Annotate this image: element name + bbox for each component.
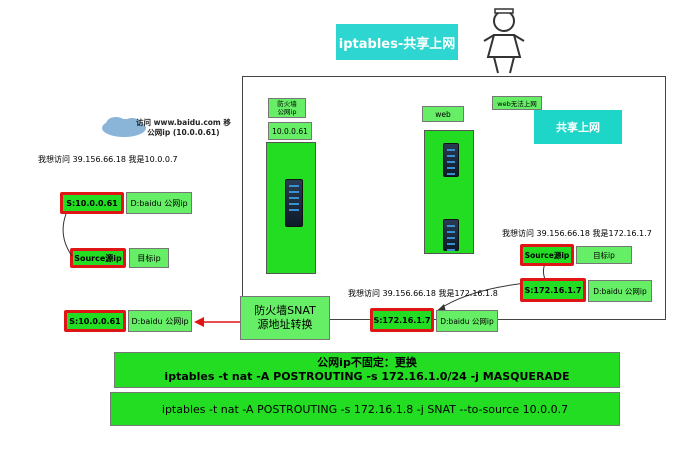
right-packet-header-dst: 目标ip	[576, 246, 632, 264]
left-packet-top-src: S:10.0.0.61	[60, 192, 124, 214]
cmd-masquerade: 公网ip不固定：更换 iptables -t nat -A POSTROUTIN…	[114, 352, 620, 388]
bottom-note: 我想访问 39.156.66.18 我是172.16.1.8	[348, 289, 498, 298]
cmd-masquerade-line2: iptables -t nat -A POSTROUTING -s 172.16…	[164, 370, 570, 383]
person-icon	[483, 8, 525, 74]
left-packet-out-src: S:10.0.0.61	[64, 310, 126, 332]
cmd-snat-text: iptables -t nat -A POSTROUTING -s 172.16…	[161, 402, 569, 416]
server-icon	[443, 143, 459, 177]
firewall-panel	[266, 142, 316, 274]
title-banner-left	[218, 18, 348, 66]
right-packet-dst: D:baidu 公网ip	[588, 280, 652, 302]
shared-internet-banner: 共享上网	[534, 110, 622, 144]
left-note: 我想访问 39.156.66.18 我是10.0.0.7	[38, 155, 178, 164]
server-icon	[443, 219, 459, 251]
right-note: 我想访问 39.156.66.18 我是172.16.1.7	[502, 229, 652, 238]
firewall-label: 防火墙 公网ip	[268, 98, 306, 118]
client-note: 访问 www.baidu.com 移 公网ip (10.0.0.61)	[136, 118, 231, 137]
left-packet-out-dst: D:baidu 公网ip	[128, 310, 192, 332]
web-no-internet: web无法上网	[492, 96, 542, 110]
right-packet-src: S:172.16.1.7	[520, 278, 586, 302]
web-panel	[424, 130, 474, 254]
mid-packet-dst: D:baidu 公网ip	[436, 310, 498, 332]
snat-box: 防火墙SNAT 源地址转换	[240, 296, 330, 340]
title-banner: iptables-共享上网	[336, 24, 458, 60]
left-packet-header-dst: 目标ip	[129, 248, 169, 268]
shared-internet-text: 共享上网	[556, 121, 600, 134]
cmd-masquerade-line1: 公网ip不固定：更换	[317, 356, 417, 369]
web-label: web	[422, 106, 464, 122]
right-packet-header-src: Source源ip	[520, 244, 574, 266]
cmd-snat: iptables -t nat -A POSTROUTING -s 172.16…	[110, 392, 620, 426]
left-packet-top-dst: D:baidu 公网ip	[126, 192, 192, 214]
server-icon	[285, 179, 303, 227]
cloud-icon	[102, 117, 146, 137]
title-text: iptables-共享上网	[338, 36, 456, 52]
left-packet-header-src: Source源ip	[70, 248, 126, 268]
arrow-icon	[194, 317, 204, 327]
mid-packet-src: S:172.16.1.7	[370, 308, 434, 332]
firewall-ip: 10.0.0.61	[268, 122, 312, 140]
